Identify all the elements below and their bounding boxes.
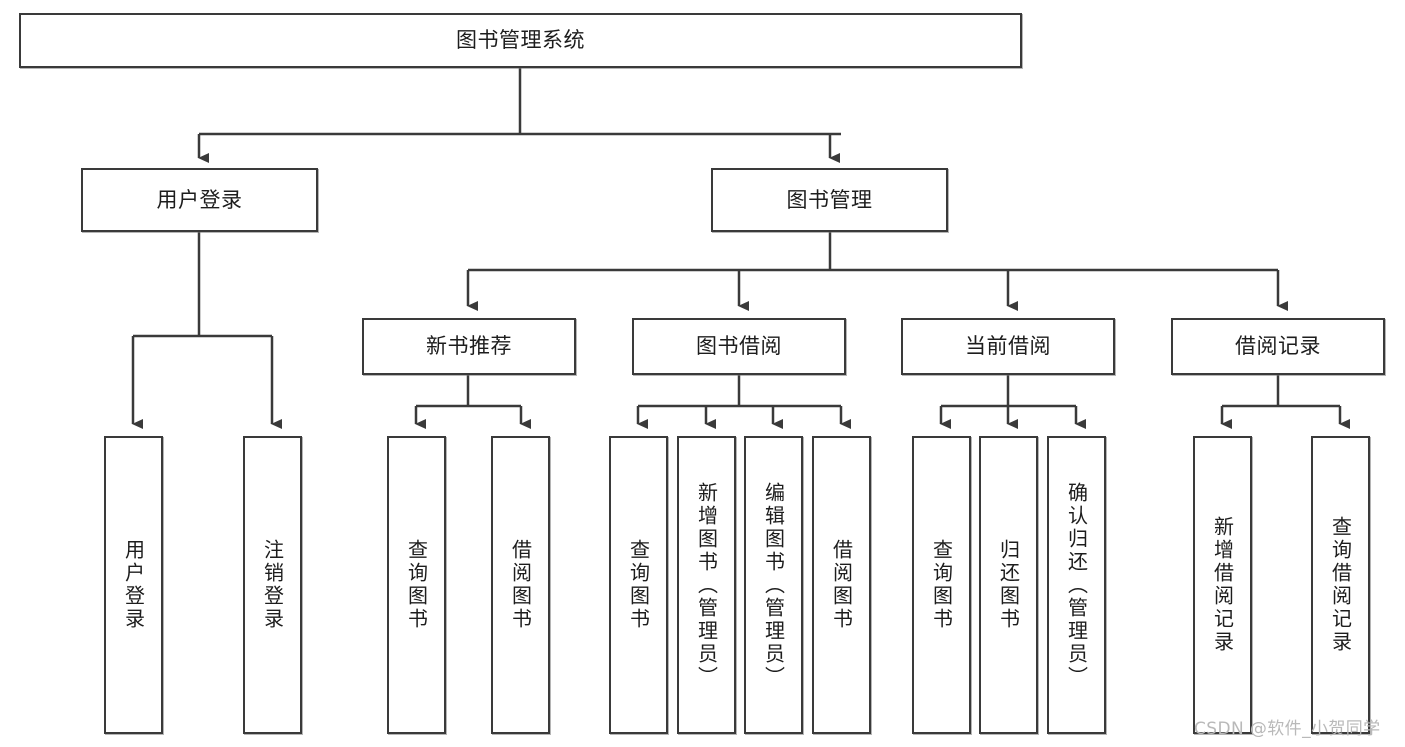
node-label: 查询借阅记录 (1328, 516, 1353, 654)
node-user-login[interactable]: 用户登录 (81, 168, 318, 232)
node-label: 用户登录 (121, 539, 146, 631)
node-label: 确认归还（管理员） (1064, 481, 1089, 689)
leaf-current-return-book[interactable]: 归还图书 (979, 436, 1038, 734)
node-label: 图书管理系统 (456, 28, 585, 53)
leaf-current-confirm-return[interactable]: 确认归还（管理员） (1047, 436, 1106, 734)
node-current-borrow[interactable]: 当前借阅 (901, 318, 1115, 375)
leaf-borrow-edit-book[interactable]: 编辑图书（管理员） (744, 436, 803, 734)
node-label: 图书借阅 (696, 334, 782, 359)
node-label: 归还图书 (996, 539, 1021, 631)
node-label: 注销登录 (260, 539, 285, 631)
leaf-recommend-query-book[interactable]: 查询图书 (387, 436, 446, 734)
node-label: 当前借阅 (965, 334, 1051, 359)
node-label: 查询图书 (404, 539, 429, 631)
node-label: 借阅记录 (1235, 334, 1321, 359)
leaf-borrow-add-book[interactable]: 新增图书（管理员） (677, 436, 736, 734)
leaf-recommend-borrow-book[interactable]: 借阅图书 (491, 436, 550, 734)
leaf-user-login-login[interactable]: 用户登录 (104, 436, 163, 734)
node-label: 查询图书 (929, 539, 954, 631)
node-book-borrow[interactable]: 图书借阅 (632, 318, 846, 375)
leaf-borrow-query-book[interactable]: 查询图书 (609, 436, 668, 734)
node-label: 借阅图书 (829, 539, 854, 631)
node-root-system[interactable]: 图书管理系统 (19, 13, 1022, 68)
node-borrow-record[interactable]: 借阅记录 (1171, 318, 1385, 375)
leaf-record-query-record[interactable]: 查询借阅记录 (1311, 436, 1370, 734)
node-label: 新增图书（管理员） (694, 481, 719, 689)
node-label: 用户登录 (156, 187, 243, 212)
leaf-current-query-book[interactable]: 查询图书 (912, 436, 971, 734)
node-label: 编辑图书（管理员） (761, 481, 786, 689)
node-new-book-recommend[interactable]: 新书推荐 (362, 318, 576, 375)
node-book-management[interactable]: 图书管理 (711, 168, 948, 232)
node-label: 新书推荐 (426, 334, 512, 359)
node-label: 借阅图书 (508, 539, 533, 631)
node-label: 图书管理 (786, 187, 873, 212)
leaf-user-login-logout[interactable]: 注销登录 (243, 436, 302, 734)
leaf-borrow-borrow-book[interactable]: 借阅图书 (812, 436, 871, 734)
node-label: 查询图书 (626, 539, 651, 631)
leaf-record-add-record[interactable]: 新增借阅记录 (1193, 436, 1252, 734)
node-label: 新增借阅记录 (1210, 516, 1235, 654)
